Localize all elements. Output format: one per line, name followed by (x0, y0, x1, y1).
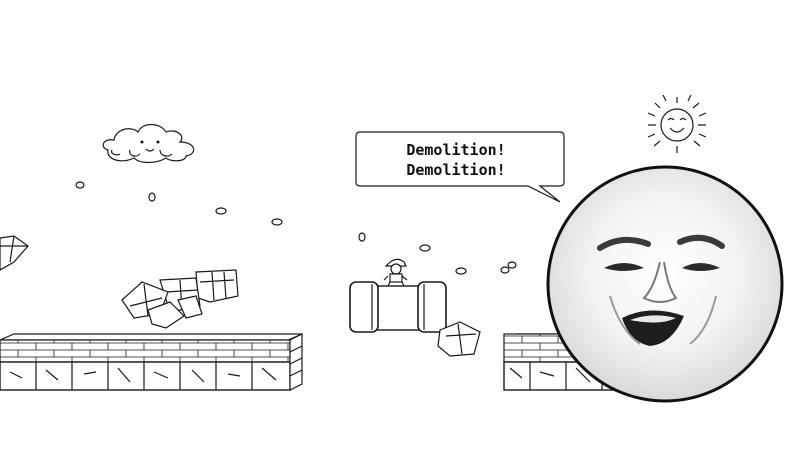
speech-line-1: Demolition! (406, 141, 505, 159)
coin (507, 261, 517, 269)
coin (75, 181, 85, 189)
coin (500, 266, 510, 274)
coin (271, 218, 283, 226)
mario-player-icon (383, 258, 408, 287)
speech-bubble: Demolition! Demolition! (355, 131, 565, 203)
coin (148, 192, 156, 202)
coin (358, 232, 366, 242)
coin (419, 244, 431, 252)
coin (215, 207, 227, 215)
meme-face-icon (546, 165, 784, 403)
falling-block (437, 321, 481, 357)
speech-line-2: Demolition! (406, 161, 505, 179)
horizontal-pipe (349, 281, 447, 333)
coin (455, 267, 467, 275)
left-brick-platform (0, 333, 303, 391)
rubble-blocks (121, 269, 239, 329)
floating-crystal (0, 235, 29, 271)
coins (75, 181, 517, 275)
smiling-sun-icon (647, 94, 707, 153)
smiling-cloud-icon (102, 123, 195, 164)
